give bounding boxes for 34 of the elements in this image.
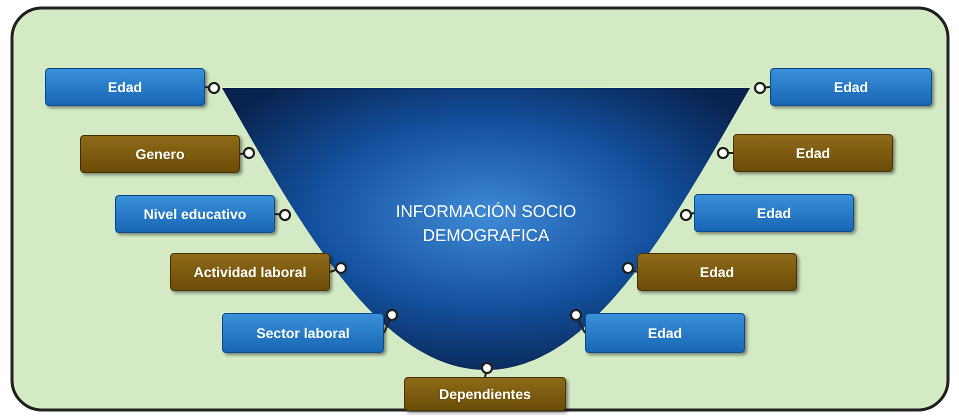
box-label: Dependientes xyxy=(439,386,531,402)
connector xyxy=(754,82,770,94)
label-box xyxy=(115,195,275,233)
label-box xyxy=(170,253,330,291)
label-box xyxy=(770,68,932,106)
label-box xyxy=(694,194,854,232)
connector xyxy=(622,262,638,274)
connector xyxy=(240,146,256,160)
connector xyxy=(480,362,494,378)
box-label: Actividad laboral xyxy=(194,264,306,280)
label-box xyxy=(45,68,205,106)
connector xyxy=(383,308,398,334)
label-box xyxy=(404,377,566,411)
label-box xyxy=(733,134,893,172)
box-label: Nivel educativo xyxy=(144,206,246,222)
connector xyxy=(274,208,292,222)
connector xyxy=(570,308,586,334)
box-label: Edad xyxy=(756,205,792,221)
box-label: Edad xyxy=(700,264,734,280)
box-label: Edad xyxy=(834,79,868,95)
box-label: Genero xyxy=(135,146,184,162)
label-box xyxy=(637,253,797,291)
connector xyxy=(680,208,694,222)
label-box xyxy=(222,313,384,353)
box-label: Edad xyxy=(796,145,830,161)
box-label: Sector laboral xyxy=(256,325,350,341)
funnel-title: INFORMACIÓN SOCIO DEMOGRAFICA xyxy=(394,201,578,247)
connector xyxy=(204,82,220,94)
label-box xyxy=(80,135,240,173)
box-label: Edad xyxy=(648,325,682,341)
connector xyxy=(330,262,348,274)
connector xyxy=(716,146,733,160)
label-box xyxy=(585,313,745,353)
box-label: Edad xyxy=(108,79,142,95)
